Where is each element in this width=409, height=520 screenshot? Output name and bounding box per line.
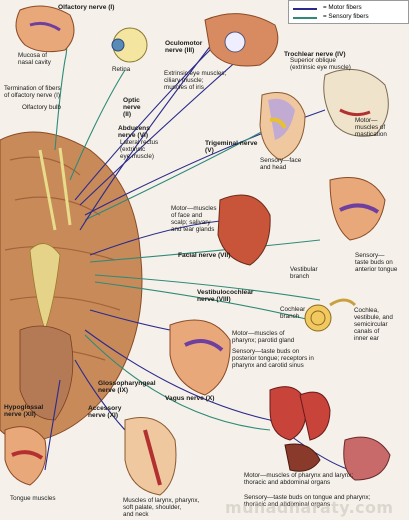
vestibular-fiber [94, 274, 321, 301]
legend-motor: = Motor fibers [293, 4, 405, 12]
nasal-cavity-illustration [15, 5, 75, 53]
label-olfactory-nerve: Olfactory nerve (I) [58, 4, 115, 11]
label-vestibulocochlear-nerve: Vestibulocochlear nerve (VIII) [197, 289, 254, 303]
face-muscles-illustration [217, 194, 271, 266]
facial-fiber-motor [89, 219, 231, 256]
annotation-taste-anterior: Sensory— taste buds on anterior tongue [355, 252, 398, 273]
annotation-olfactory-bulb: Olfactory bulb [22, 104, 61, 111]
abducens-fiber [79, 39, 216, 231]
orbit-illustration [204, 13, 279, 67]
skull-illustration [323, 68, 389, 137]
annotation-oculomotor-desc: Extrinsic eye muscles; ciliary muscle; m… [164, 70, 227, 91]
legend-sensory: = Sensory fibers [293, 13, 405, 21]
hypoglossal-fiber [44, 379, 61, 471]
legend-sensory-swatch [293, 17, 317, 19]
optic-fiber [69, 69, 126, 181]
label-oculomotor-nerve: Oculomotor nerve (III) [165, 40, 203, 54]
label-vagus-nerve: Vagus nerve (X) [165, 395, 215, 402]
annotation-termination: Termination of fibers of olfactory nerve… [4, 85, 61, 99]
label-abducens-nerve: Abducens nerve (VI) [118, 125, 150, 139]
cochlear-fiber [94, 281, 311, 321]
legend: = Motor fibers = Sensory fibers [288, 0, 409, 24]
annotation-cochlea: Cochlea, vestibule, and semicircular can… [354, 307, 393, 342]
annotation-lateral-rectus: Lateral rectus (extrinsic eye muscle) [120, 139, 159, 160]
annotation-mastication: Motor— muscles of mastication [355, 117, 387, 138]
annotation-retina: Retina [112, 66, 131, 73]
thoracic-organs-illustration [269, 386, 391, 481]
vagus-fiber-motor [84, 329, 351, 471]
trigeminal-fiber-sensory [84, 129, 266, 221]
neck-illustration [124, 417, 177, 496]
annotation-pharynx-motor: Motor—muscles of pharynx; parotid gland [232, 330, 295, 344]
annotation-vagus-motor: Motor—muscles of pharynx and larynx; tho… [244, 472, 354, 486]
annotation-vagus-sensory: Sensory—taste buds on tongue and pharynx… [244, 494, 371, 508]
annotation-trochlear-desc: Superior oblique (extrinsic eye muscle) [290, 57, 351, 71]
annotation-cochlear-branch: Cochlear branch [280, 306, 306, 320]
label-accessory-nerve: Accessory nerve (XI) [88, 405, 122, 419]
legend-sensory-label: = Sensory fibers [323, 13, 369, 20]
inner-ear-illustration [304, 298, 357, 332]
pharynx-illustration [169, 319, 231, 396]
eye-illustration [111, 27, 148, 63]
annotation-mucosa: Mucosa of nasal cavity [18, 52, 51, 66]
annotation-vestibular-branch: Vestibular branch [290, 266, 318, 280]
label-trochlear-nerve: Trochlear nerve (IV) [284, 51, 346, 58]
vagus-fiber-sensory [84, 334, 271, 431]
legend-motor-swatch [293, 8, 317, 10]
label-hypoglossal-nerve: Hypoglossal nerve (XII) [4, 404, 44, 418]
annotation-pharynx-sensory: Sensory—taste buds on posterior tongue; … [232, 348, 314, 369]
face-sensory-illustration [259, 92, 306, 161]
label-trigeminal-nerve: Trigeminal nerve (V) [205, 140, 258, 154]
annotation-facial-motor: Motor—muscles of face and scalp; salivar… [171, 205, 217, 233]
tongue-anterior-illustration [329, 177, 386, 241]
tongue-muscles-illustration [4, 426, 47, 486]
annotation-tongue-muscles: Tongue muscles [10, 495, 56, 502]
annotation-face-sensory: Sensory—face and head [260, 157, 302, 171]
facial-fiber-sensory [89, 239, 321, 263]
legend-motor-label: = Motor fibers [323, 4, 362, 11]
label-facial-nerve: Facial nerve (VII) [178, 252, 231, 259]
annotation-larynx-muscles: Muscles of larynx, pharynx, soft palate,… [123, 497, 200, 518]
label-optic-nerve: Optic nerve (II) [123, 97, 141, 118]
watermark: muhadharaty.com [225, 498, 394, 517]
label-glossopharyngeal-nerve: Glossopharyngeal nerve (IX) [98, 380, 156, 394]
